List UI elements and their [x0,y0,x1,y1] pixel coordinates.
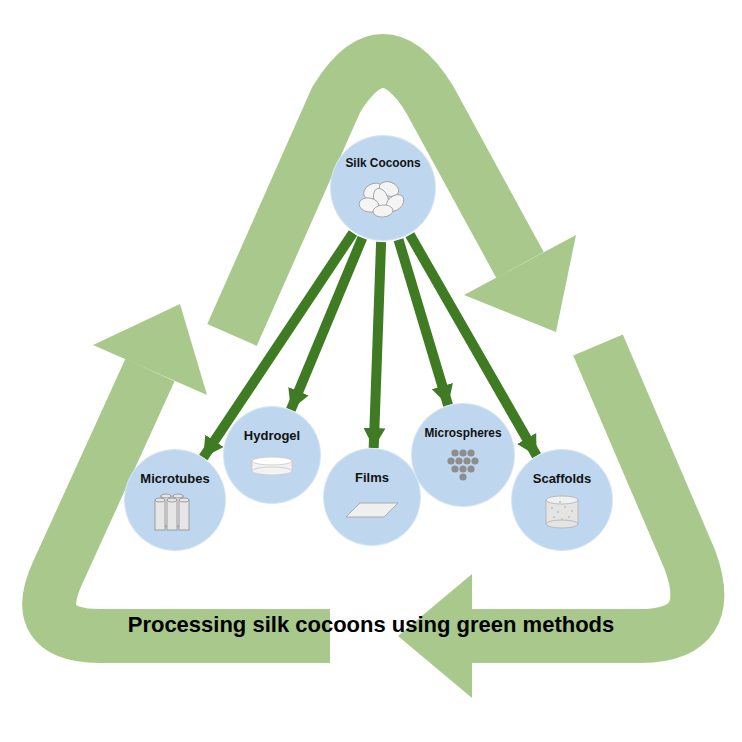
node-circle: Films [324,449,420,545]
node-label: Films [324,470,420,485]
diagram-title: Processing silk cocoons using green meth… [128,612,615,637]
recycle-arrowhead [464,235,576,332]
node-label: Microspheres [412,426,514,440]
recycle-band [470,345,697,636]
node-label: Scaffolds [512,471,612,486]
node-label: Microtubes [125,471,225,486]
node-circle: Hydrogel [224,407,320,503]
microtube-icon [145,490,205,534]
recycle-arrowhead [93,304,207,395]
node-label: Silk Cocoons [331,156,435,170]
microsphere-icon [433,445,493,489]
process-arrow [374,242,381,448]
hydrogel-icon [242,447,302,491]
node-circle: Scaffolds [512,450,612,550]
recycle-band [49,370,330,636]
cocoon-icon [353,175,413,219]
film-icon [342,489,402,533]
node-circle: Microspheres [412,404,514,506]
title-wrap: Processing silk cocoons using green meth… [0,612,742,638]
process-arrow [291,238,363,410]
node-label: Hydrogel [224,428,320,443]
node-circle: Silk Cocoons [331,136,435,240]
node-circle: Microtubes [125,450,225,550]
scaffold-icon [532,490,592,534]
